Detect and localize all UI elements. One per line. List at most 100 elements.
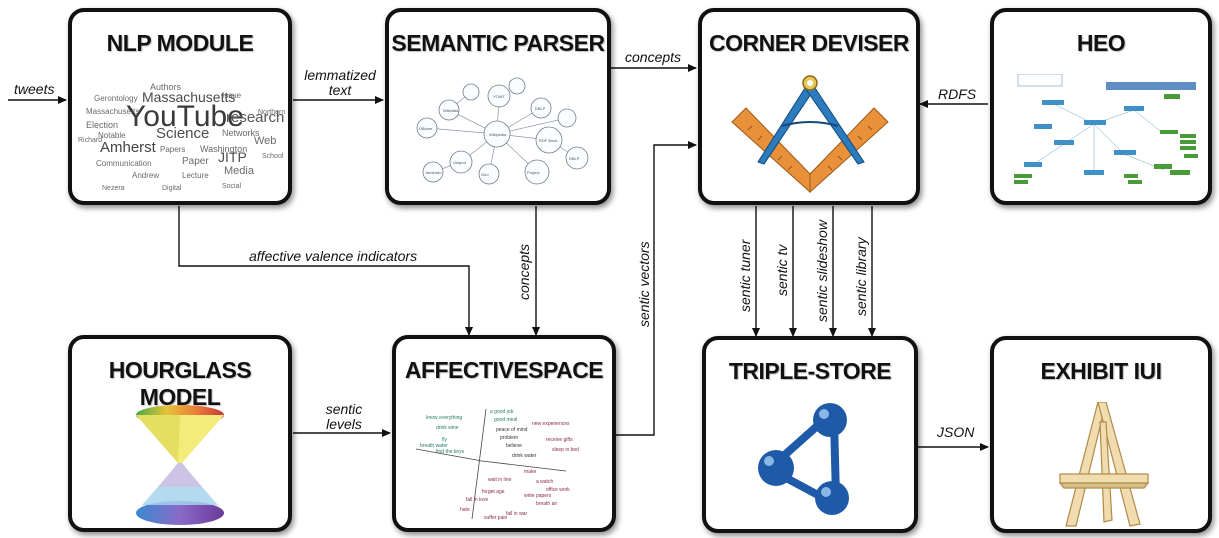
svg-text:sleep in bed: sleep in bed	[552, 447, 579, 453]
affectivespace-title: AFFECTIVESPACE	[404, 357, 604, 383]
edge-label-sentic-levels-line2: levels	[326, 416, 362, 432]
edge-label-sentic-levels: sentic levels	[314, 402, 374, 432]
corner-deviser-box: CORNER DEVISER	[698, 8, 920, 205]
svg-text:fly: fly	[442, 437, 448, 443]
svg-text:office work: office work	[546, 487, 570, 493]
svg-text:Digital: Digital	[162, 185, 182, 192]
svg-text:Notable: Notable	[98, 131, 126, 140]
ontology-graph-icon	[994, 73, 1208, 193]
svg-text:wait in line: wait in line	[488, 477, 512, 483]
edge-sentic-vectors	[616, 141, 697, 436]
edge-label-lemmatized: lemmatized text	[298, 68, 382, 98]
svg-text:Science: Science	[156, 125, 209, 142]
edge-label-concepts-top: concepts	[625, 49, 682, 65]
semantic-parser-box: SEMANTIC PARSER	[385, 8, 611, 205]
word-cloud-icon: Authors Gerontology Massachusetts Issue …	[72, 74, 288, 193]
svg-text:DBLP: DBLP	[569, 156, 580, 161]
svg-text:Uniprot: Uniprot	[453, 160, 467, 165]
svg-text:breath air: breath air	[536, 501, 557, 507]
svg-text:problem: problem	[500, 435, 518, 441]
svg-text:Papers: Papers	[160, 145, 185, 154]
svg-text:Massachusetts: Massachusetts	[142, 89, 235, 105]
svg-text:research: research	[226, 109, 284, 126]
triple-node-network-icon	[706, 402, 914, 521]
svg-text:write papers: write papers	[524, 493, 552, 499]
edge-label-lemmatized-line2: text	[328, 82, 352, 98]
edge-label-sentic-tuner: sentic tuner	[737, 239, 753, 312]
svg-text:Geo: Geo	[481, 172, 489, 177]
svg-text:Paper: Paper	[182, 156, 209, 167]
svg-text:Northern: Northern	[258, 109, 285, 116]
svg-text:Project: Project	[527, 170, 540, 175]
svg-text:Election: Election	[86, 120, 118, 130]
edge-label-sentic-library: sentic library	[853, 237, 869, 316]
svg-text:RDF Book: RDF Book	[539, 138, 557, 143]
svg-text:fall in love: fall in love	[466, 497, 488, 503]
hourglass-model-box: HOURGLASS MODEL	[68, 335, 292, 532]
svg-text:suffer pain: suffer pain	[484, 515, 507, 521]
svg-text:Andrew: Andrew	[132, 171, 159, 180]
svg-text:Wikidata: Wikidata	[443, 108, 459, 113]
svg-text:JITP: JITP	[218, 149, 247, 165]
svg-text:YOWT: YOWT	[493, 94, 506, 99]
exhibit-iui-title: EXHIBIT IUI	[1040, 358, 1162, 384]
svg-text:Amherst: Amherst	[100, 139, 157, 156]
svg-text:forget age: forget age	[482, 489, 505, 495]
hourglass-cones-icon	[72, 401, 288, 525]
svg-text:Jamendo: Jamendo	[425, 170, 442, 175]
svg-text:DBtune: DBtune	[419, 126, 433, 131]
square-and-compass-icon	[702, 74, 916, 194]
svg-text:Social: Social	[222, 183, 242, 190]
svg-text:School: School	[262, 153, 284, 160]
edge-label-rdfs: RDFS	[938, 86, 977, 102]
svg-text:Nezera: Nezera	[102, 185, 125, 192]
heo-box: HEO	[990, 8, 1212, 205]
svg-text:Lecture: Lecture	[182, 171, 209, 180]
nlp-module-box: NLP MODULE Authors Gerontology Massachus…	[68, 8, 292, 205]
edge-label-sentic-vectors: sentic vectors	[636, 241, 652, 327]
svg-text:Washington: Washington	[200, 144, 247, 154]
svg-text:Issue: Issue	[222, 91, 242, 100]
svg-text:Gerontology: Gerontology	[94, 94, 138, 103]
svg-text:receive gifts: receive gifts	[546, 437, 573, 443]
svg-text:Media: Media	[224, 165, 255, 177]
svg-text:drink wine: drink wine	[436, 425, 459, 431]
svg-text:a watch: a watch	[536, 479, 553, 485]
svg-text:believe: believe	[506, 443, 522, 449]
triple-store-title: TRIPLE-STORE	[728, 358, 892, 384]
nlp-module-title: NLP MODULE	[106, 30, 254, 56]
hourglass-model-title: HOURGLASS MODEL	[108, 357, 252, 410]
edge-label-sentic-slideshow: sentic slideshow	[814, 220, 830, 322]
svg-text:Web: Web	[254, 135, 276, 147]
svg-text:peace of mind: peace of mind	[496, 427, 528, 433]
svg-text:breath water: breath water	[420, 443, 448, 449]
edge-label-affective-valence: affective valence indicators	[249, 248, 418, 264]
exhibit-iui-box: EXHIBIT IUI	[990, 336, 1212, 533]
svg-text:find the keys: find the keys	[436, 449, 465, 455]
heo-title: HEO	[1076, 30, 1126, 56]
svg-text:make: make	[524, 469, 536, 475]
svg-text:fall in war: fall in war	[506, 511, 527, 517]
svg-text:new experiences: new experiences	[532, 421, 570, 427]
svg-text:Authors: Authors	[150, 82, 182, 92]
corner-deviser-title: CORNER DEVISER	[708, 30, 910, 56]
semantic-parser-title: SEMANTIC PARSER	[391, 30, 605, 56]
svg-text:hate: hate	[460, 507, 470, 513]
edge-label-sentic-tv: sentic tv	[774, 244, 790, 296]
svg-text:Richard: Richard	[78, 137, 102, 144]
edge-label-concepts-vertical: concepts	[516, 243, 532, 300]
svg-text:Wikipedia: Wikipedia	[489, 132, 507, 137]
triple-store-box: TRIPLE-STORE	[702, 336, 918, 533]
svg-text:YouTube: YouTube	[126, 100, 244, 133]
svg-text:Massachusetts: Massachusetts	[86, 107, 139, 116]
svg-text:Networks: Networks	[222, 128, 260, 138]
svg-text:a good job: a good job	[490, 409, 514, 415]
edge-label-lemmatized-line1: lemmatized	[304, 67, 376, 83]
edge-label-sentic-levels-line1: sentic	[325, 401, 363, 417]
svg-text:drink water: drink water	[512, 453, 537, 459]
svg-text:good meal: good meal	[494, 417, 517, 423]
